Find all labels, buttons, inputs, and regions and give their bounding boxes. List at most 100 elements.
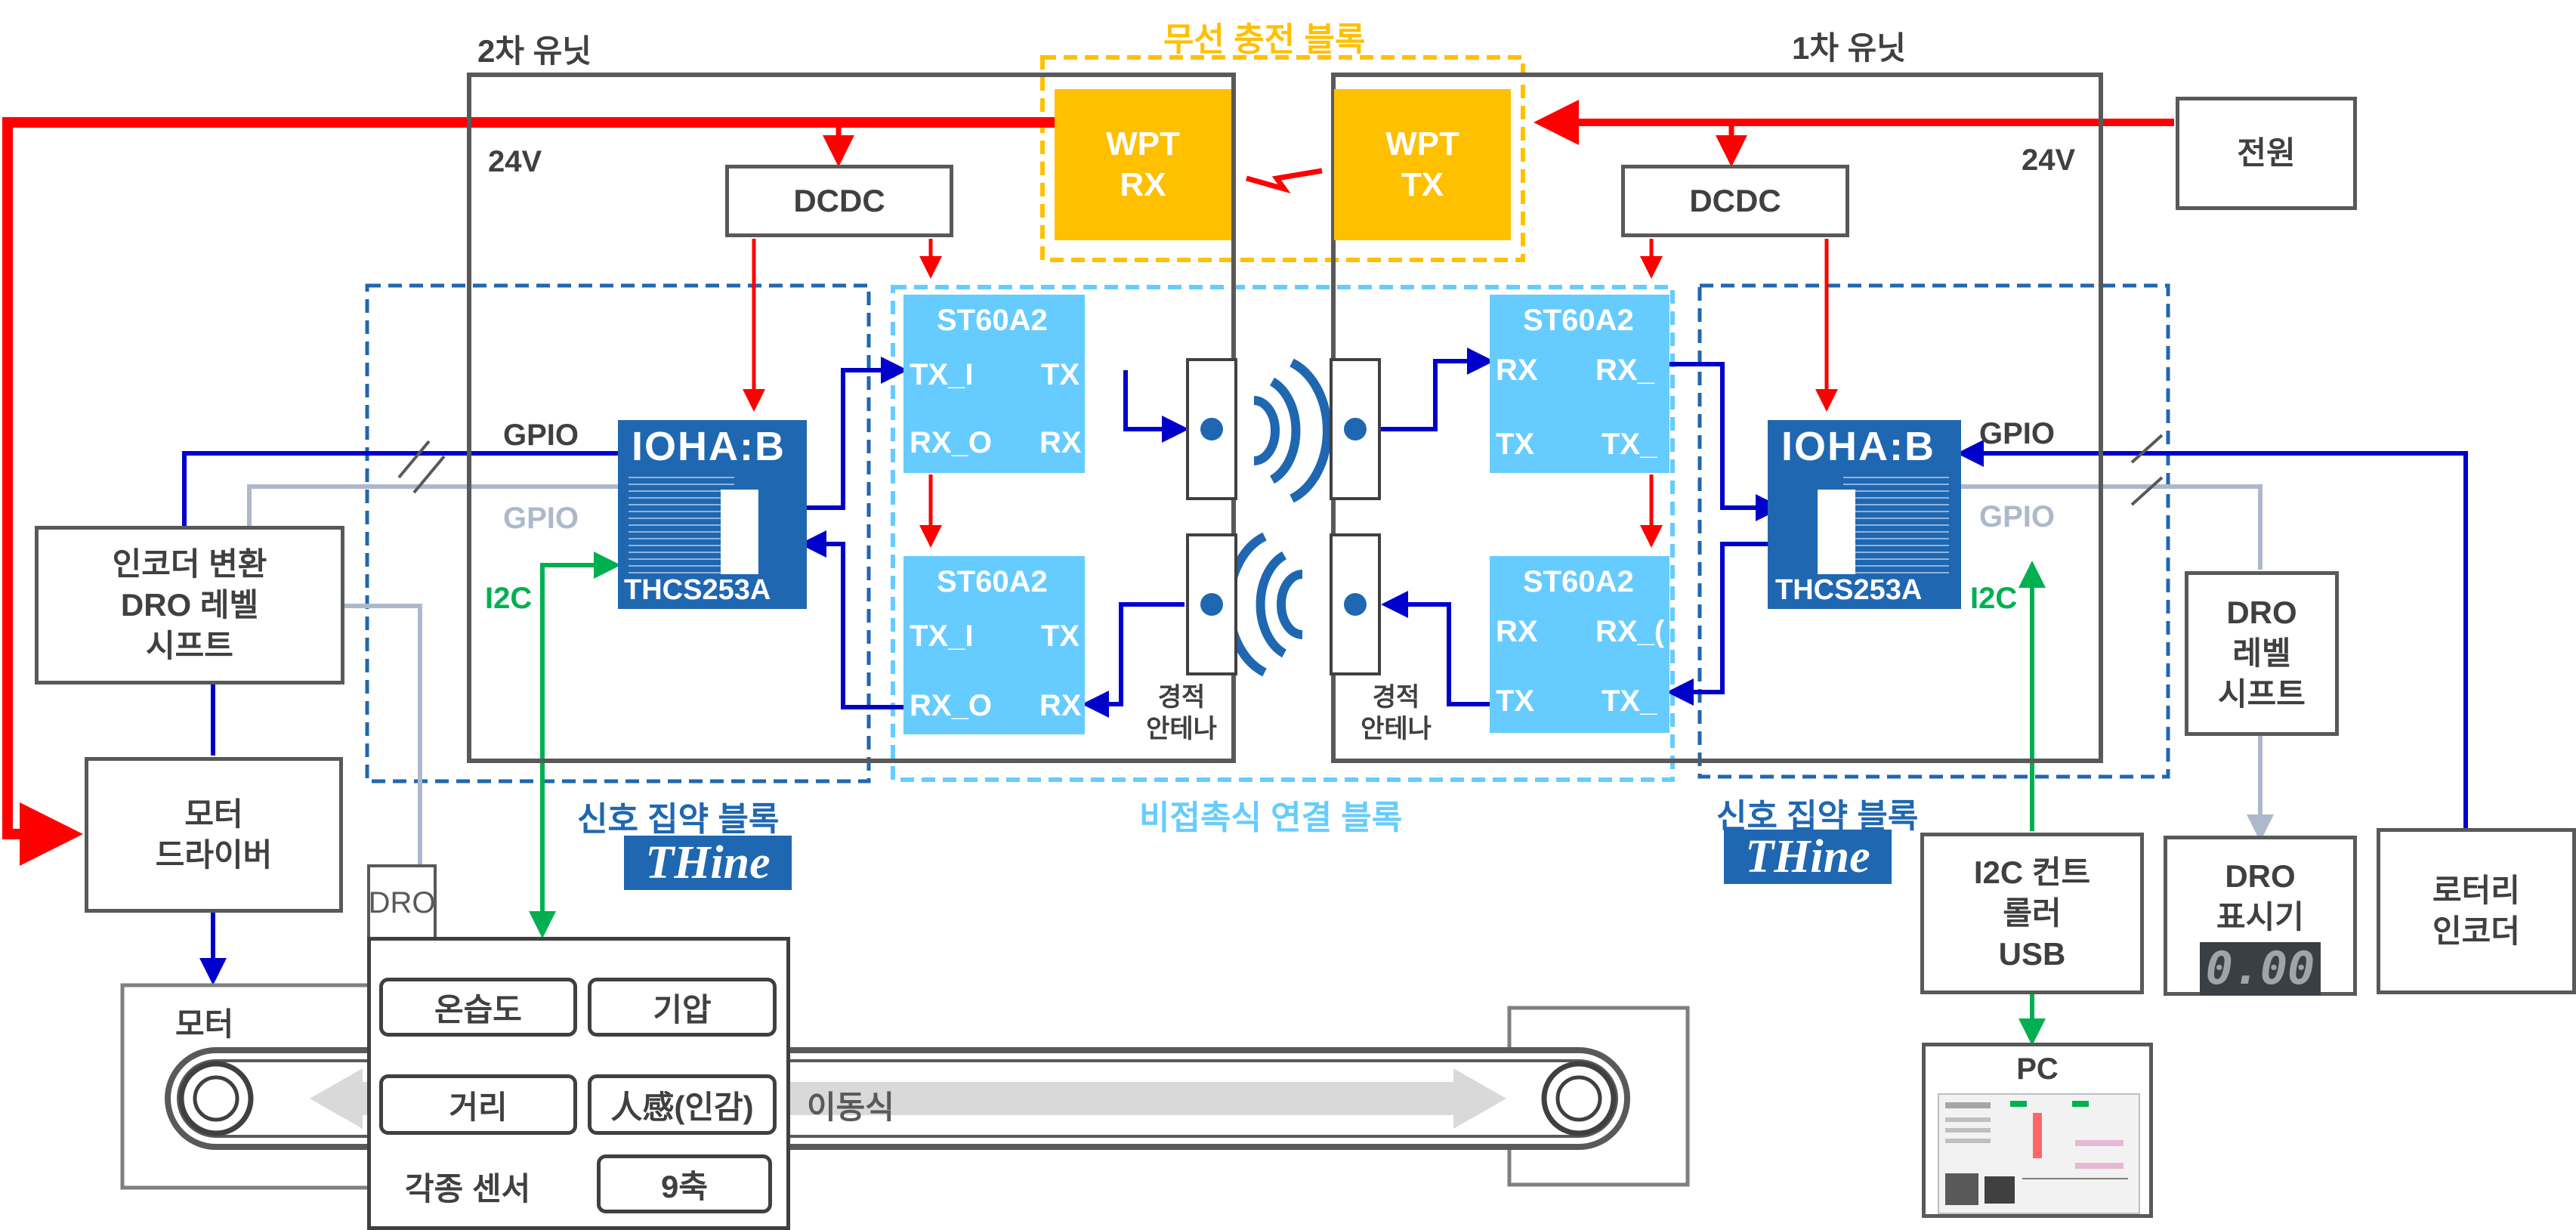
thumb-pink <box>2075 1140 2124 1146</box>
sensor-pressure: 기압 <box>588 978 777 1037</box>
ioha-stripes <box>1843 471 1949 577</box>
st60-right-to-ioha <box>1669 362 1783 521</box>
gpio-grey-label-left: GPIO <box>503 502 579 535</box>
st60-rx-to-ioha <box>799 530 903 709</box>
pin-label: RX_( <box>1595 615 1665 648</box>
dro-grey-left <box>340 604 422 866</box>
ioha-title: IOHA:B <box>632 424 786 469</box>
pin-label: TX_ <box>1602 685 1657 718</box>
thumb-green <box>2072 1101 2089 1107</box>
pin-label: RX <box>1496 615 1538 648</box>
i2c-usb-controller: I2C 컨트 롤러 USB <box>1920 833 2144 994</box>
motor-driver: 모터 드라이버 <box>85 757 343 913</box>
antenna-label-left: 경적 안테나 <box>1146 683 1217 743</box>
ioha-to-st60-right <box>1666 542 1778 706</box>
voltage-right: 24V <box>2022 144 2076 177</box>
ioha-stripes <box>629 471 734 577</box>
dro-display: DRO 표시기 0.00 <box>2164 836 2357 996</box>
dcdc-right: DCDC <box>1621 165 1849 237</box>
antenna-left-top <box>1186 358 1237 500</box>
thumb-bar <box>1945 1102 1991 1108</box>
ioha-part: THCS253A <box>1775 574 1923 606</box>
ioha-left: IOHA:B THCS253A <box>618 420 807 609</box>
st60-title: ST60A2 <box>937 565 1048 598</box>
signal-block-left-title: 신호 집약 블록 <box>577 801 780 838</box>
power-line-main <box>2 117 1055 866</box>
sensor-humidity: 온습도 <box>379 978 577 1037</box>
encoder-level-shift: 인코더 변환 DRO 레벨 시프트 <box>35 526 344 685</box>
antenna-dot <box>1200 418 1223 440</box>
thumb-block <box>1985 1176 2015 1204</box>
wpt-tx: WPT TX <box>1334 89 1511 240</box>
pin-label: TX_ <box>1602 428 1657 461</box>
sensor-presence: 人感(인감) <box>588 1074 777 1135</box>
st60-to-antenna-top <box>1123 370 1189 443</box>
wireless-bolt <box>1246 168 1323 194</box>
ioha-right: IOHA:B THCS253A <box>1768 420 1961 609</box>
pin-label: TX <box>1041 358 1080 391</box>
pc-screen-thumbnail <box>1938 1093 2140 1214</box>
pin-label: TX_I <box>910 358 974 391</box>
dro-level-shift: DRO 레벨 시프트 <box>2185 571 2339 736</box>
ioha-buffer <box>721 490 758 574</box>
antenna-dot <box>1344 418 1367 440</box>
gpio-grey-left <box>247 484 618 529</box>
gpio-label-left: GPIO <box>503 419 579 452</box>
dro-digits: 0.00 <box>2199 942 2321 995</box>
pin-label: RX_O <box>910 689 992 722</box>
antenna-right-bottom <box>1330 533 1381 675</box>
antenna-dot <box>1344 593 1367 616</box>
sensor-distance: 거리 <box>379 1074 577 1135</box>
thumb-green <box>2010 1101 2027 1107</box>
thumb-gauge <box>2033 1113 2042 1158</box>
power-source: 전원 <box>2176 97 2357 210</box>
wpt-rx: WPT RX <box>1055 89 1231 240</box>
pin-label: RX <box>1039 426 1082 459</box>
antenna-label-right: 경적 안테나 <box>1361 683 1432 743</box>
antenna-to-st60-bottom <box>1082 602 1185 718</box>
secondary-unit-title: 2차 유닛 <box>477 33 591 69</box>
thumb-block <box>1945 1173 1978 1205</box>
st60-title: ST60A2 <box>1523 304 1634 337</box>
wireless-charging-title: 무선 충전 블록 <box>1163 21 1366 58</box>
sensor-9axis: 9축 <box>597 1154 772 1213</box>
pin-label: TX <box>1496 428 1535 461</box>
voltage-left: 24V <box>488 145 542 178</box>
signal-block-right-title: 신호 집약 블록 <box>1716 798 1919 835</box>
st60-right-top: ST60A2 RX RX_ TX TX_ <box>1490 295 1669 473</box>
gpio-label-right: GPIO <box>1979 417 2056 450</box>
contactless-block-title: 비접촉식 연결 블록 <box>1139 799 1403 836</box>
ioha-to-st60-tx <box>804 357 908 510</box>
antenna-dot <box>1200 593 1223 616</box>
ioha-part: THCS253A <box>624 574 771 606</box>
antenna-left-bottom <box>1186 533 1237 675</box>
pin-label: TX <box>1041 620 1080 653</box>
thumb-line <box>1945 1117 1991 1122</box>
contactless-block-outline <box>891 285 1675 782</box>
ioha-buffer <box>1818 490 1855 574</box>
gpio-line-left <box>182 451 618 529</box>
pin-label: TX <box>1496 685 1535 718</box>
moving-label: 이동식 <box>807 1089 894 1125</box>
i2c-label-right: I2C <box>1970 582 2018 615</box>
signal-block-right-outline <box>1697 283 2170 779</box>
ioha-title: IOHA:B <box>1781 424 1935 469</box>
pc-label: PC <box>2016 1052 2059 1086</box>
st60-title: ST60A2 <box>1523 565 1634 598</box>
dro-display-label: DRO 표시기 <box>2216 858 2304 935</box>
pin-label: RX <box>1496 354 1538 387</box>
st60-left-bottom: ST60A2 TX_I TX RX_O RX <box>903 556 1085 734</box>
st60-right-bottom: ST60A2 RX RX_( TX TX_ <box>1490 556 1669 733</box>
rotary-encoder: 로터리 인코더 <box>2377 828 2576 994</box>
thumb-line <box>2022 1178 2128 1179</box>
thumb-line <box>1945 1128 1991 1133</box>
gpio-grey-right <box>1961 484 2262 570</box>
thine-logo-left: THine <box>624 836 792 890</box>
i2c-line-left <box>529 552 621 938</box>
thine-logo-right: THine <box>1724 830 1892 884</box>
dro-tab: DRO <box>367 864 437 938</box>
pc-box: PC <box>1922 1043 2153 1218</box>
pin-label: RX_ <box>1595 354 1654 387</box>
st60-title: ST60A2 <box>937 304 1048 337</box>
